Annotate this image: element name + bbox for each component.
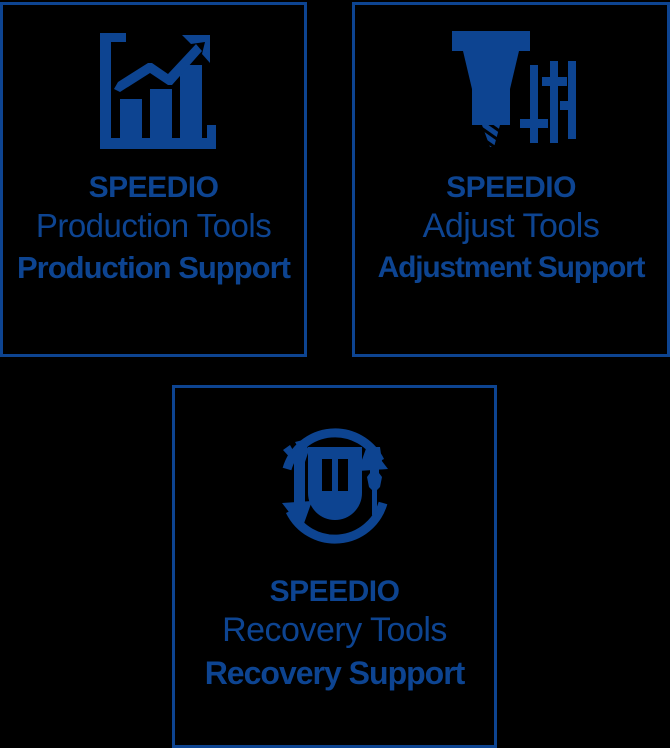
drill-bit-sliders-icon [446, 27, 576, 151]
card-adjust-brand: SPEEDIO [446, 171, 576, 204]
card-recovery-texts: SPEEDIO Recovery Tools Recovery Support [175, 573, 494, 691]
card-adjust-icon-wrap [355, 5, 667, 169]
card-production-texts: SPEEDIO Production Tools Production Supp… [3, 169, 304, 285]
card-recovery-brand: SPEEDIO [269, 575, 400, 608]
card-production-tools-label: Production Tools [35, 207, 272, 244]
card-recovery-icon-wrap [175, 388, 494, 573]
card-adjust-tools-label: Adjust Tools [422, 207, 600, 245]
shield-recovery-arrows-icon [270, 417, 400, 555]
bar-chart-growth-icon [92, 27, 216, 151]
card-adjust-tools[interactable]: SPEEDIO Adjust Tools Adjustment Support [352, 2, 670, 357]
card-production-brand: SPEEDIO [88, 171, 219, 204]
card-production-icon-wrap [3, 5, 304, 169]
card-recovery-tools-label: Recovery Tools [222, 611, 447, 649]
card-recovery-tools[interactable]: SPEEDIO Recovery Tools Recovery Support [172, 385, 497, 748]
card-adjust-support-label: Adjustment Support [377, 251, 646, 284]
card-production-support-label: Production Support [16, 250, 291, 285]
card-adjust-texts: SPEEDIO Adjust Tools Adjustment Support [355, 169, 667, 283]
card-production-tools[interactable]: SPEEDIO Production Tools Production Supp… [0, 2, 307, 357]
card-recovery-support-label: Recovery Support [204, 655, 466, 691]
